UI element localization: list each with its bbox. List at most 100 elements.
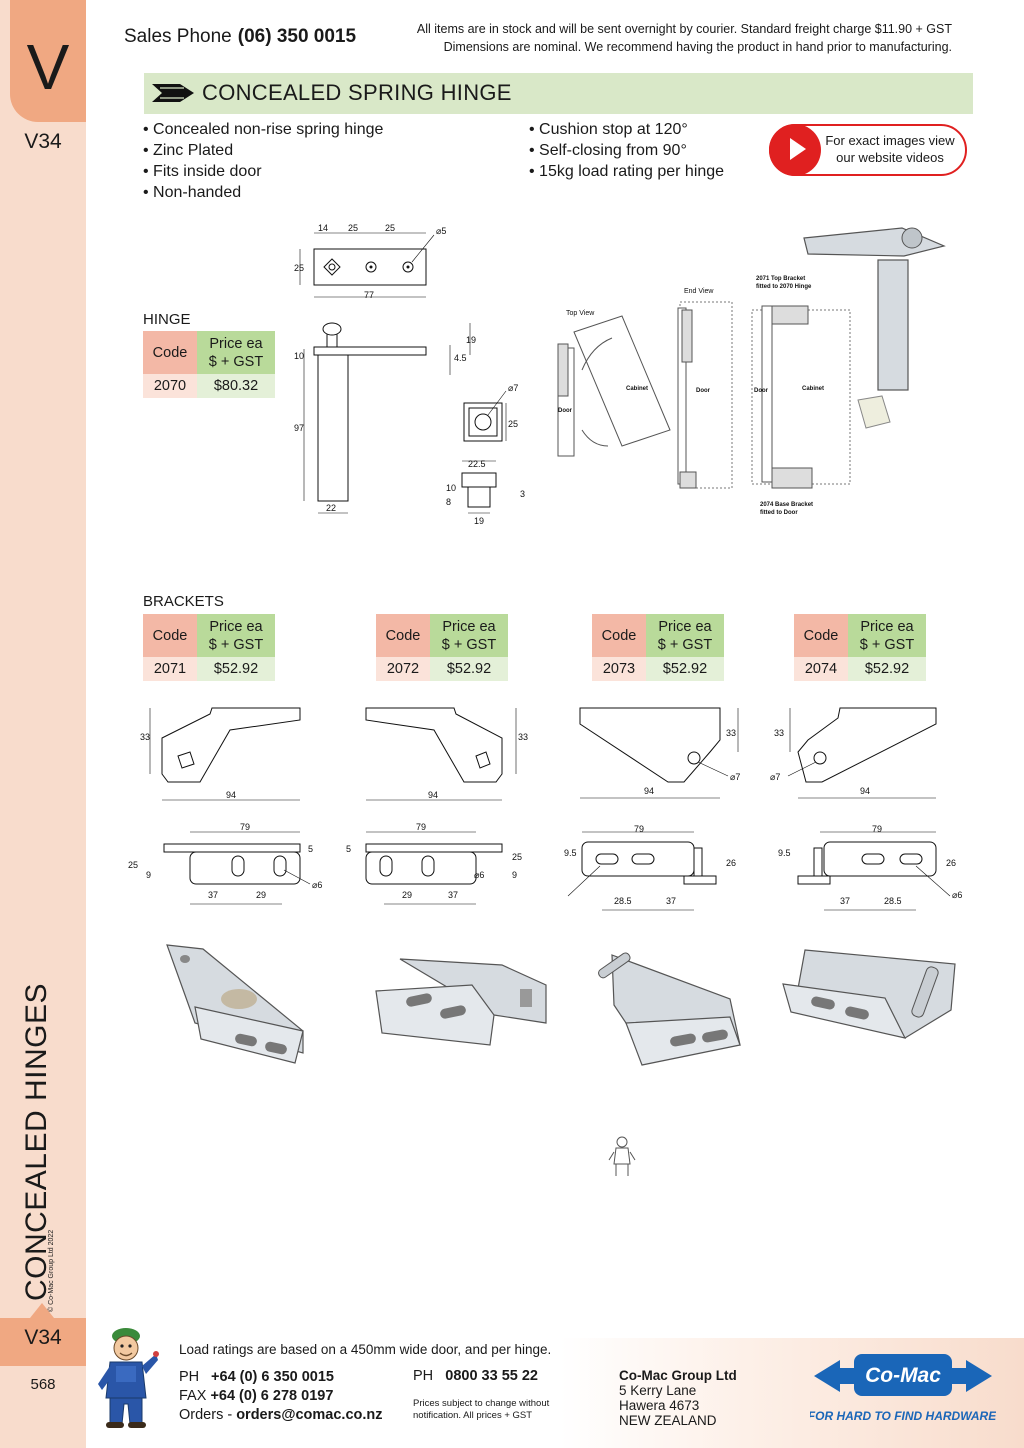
feature-list-left: Concealed non-rise spring hinge Zinc Pla…	[143, 119, 383, 203]
shipping-notice: All items are in stock and will be sent …	[360, 20, 952, 56]
product-price: $52.92	[848, 657, 926, 681]
dim-94: 94	[226, 790, 236, 800]
hinge-label: HINGE	[143, 311, 191, 328]
fax-value: +64 (0) 6 278 0197	[210, 1388, 334, 1404]
dim-22-5: 22.5	[468, 459, 486, 469]
sales-phone: Sales Phone(06) 350 0015	[124, 26, 356, 48]
dim-7: ⌀7	[730, 772, 740, 782]
footer-contacts: PH +64 (0) 6 350 0015 FAX +64 (0) 6 278 …	[179, 1368, 383, 1425]
label-base-bracket-2: fitted to Door	[760, 510, 798, 516]
dim-25b: 25	[385, 223, 395, 233]
ph-value[interactable]: +64 (0) 6 350 0015	[211, 1369, 334, 1385]
label-top-bracket-2: fitted to 2070 Hinge	[756, 284, 812, 290]
feature-item: Fits inside door	[143, 161, 383, 182]
price-header-line-1: Price ea	[658, 618, 712, 635]
product-code: 2071	[143, 657, 197, 681]
arrow-icon	[152, 84, 194, 102]
orders-label: Orders -	[179, 1407, 233, 1423]
mascot-icon	[98, 1328, 159, 1428]
dim-14: 14	[318, 223, 328, 233]
label-door: Door	[558, 408, 573, 414]
dim-9: 9	[146, 870, 151, 880]
notice-line-2: Dimensions are nominal. We recommend hav…	[443, 40, 952, 54]
dim-29: 29	[402, 890, 412, 900]
label-top-view: Top View	[566, 310, 595, 317]
page-number: 568	[30, 1376, 56, 1393]
tab-pointer	[30, 1303, 54, 1318]
page-title: CONCEALED SPRING HINGE	[202, 80, 512, 105]
product-price: $52.92	[646, 657, 724, 681]
dim-26: 26	[946, 858, 956, 868]
address-line-2: Hawera 4673	[619, 1398, 700, 1413]
dim-6: ⌀6	[474, 870, 484, 880]
load-rating-note: Load ratings are based on a 450mm wide d…	[179, 1342, 552, 1357]
sales-phone-number[interactable]: (06) 350 0015	[237, 26, 357, 47]
ph2-label: PH	[413, 1368, 434, 1384]
video-button-text[interactable]: For exact images view our website videos	[822, 132, 958, 166]
label-end-view: End View	[684, 288, 714, 295]
price-header-line-2: $ + GST	[657, 636, 713, 653]
logo-text: Co-Mac	[865, 1364, 941, 1387]
bracket-price-table-2073: Code Price ea$ + GST 2073 $52.92	[592, 614, 724, 681]
code-header: Code	[143, 331, 197, 374]
installation-diagram: Top View Cabinet Door End View Door 2071…	[557, 227, 946, 516]
price-header-line-2: $ + GST	[208, 353, 264, 370]
dim-29: 29	[256, 890, 266, 900]
dim-25: 25	[128, 860, 138, 870]
bracket-2072-drawing: 33 94 79 5 25 9 ⌀6 29 37	[346, 707, 528, 905]
company-address: Co-Mac Group Ltd 5 Kerry Lane Hawera 467…	[619, 1368, 737, 1428]
dim-33: 33	[140, 732, 150, 742]
price-header: Price ea$ + GST	[197, 614, 275, 657]
dim-hole-5: ⌀5	[436, 226, 446, 236]
video-line-2: our website videos	[836, 150, 944, 165]
bracket-2074-drawing: 33 ⌀7 94 79 9.5 26 ⌀6 37 28.5	[770, 707, 962, 911]
price-header: Price ea$ + GST	[848, 614, 926, 657]
label-cabinet-assembled: Cabinet	[802, 386, 824, 392]
dim-37: 37	[666, 896, 676, 906]
comac-logo: Co-Mac FOR HARD TO FIND HARDWARE	[810, 1354, 996, 1423]
footer-freephone: PH 0800 33 55 22	[413, 1368, 538, 1384]
ph-label: PH	[179, 1369, 200, 1385]
label-door-end: Door	[696, 388, 711, 394]
feature-item: Cushion stop at 120°	[529, 119, 724, 140]
dim-26: 26	[726, 858, 736, 868]
product-code: 2073	[592, 657, 646, 681]
dim-9: 9	[512, 870, 517, 880]
hinge-price-table: Code Price ea$ + GST 2070 $80.32	[143, 331, 275, 398]
video-line-1: For exact images view	[825, 133, 955, 148]
label-door-assembled: Door	[754, 388, 769, 394]
dim-94: 94	[644, 786, 654, 796]
bracket-price-table-2074: Code Price ea$ + GST 2074 $52.92	[794, 614, 926, 681]
orders-email[interactable]: orders@comac.co.nz	[236, 1407, 383, 1423]
product-code: 2074	[794, 657, 848, 681]
dim-9-5: 9.5	[778, 848, 791, 858]
bracket-2072-photo	[375, 958, 547, 1046]
fax-label: FAX	[179, 1388, 207, 1404]
sales-phone-label: Sales Phone	[124, 26, 232, 47]
dim-7: ⌀7	[508, 383, 518, 393]
code-header: Code	[794, 614, 848, 657]
dim-7: ⌀7	[770, 772, 780, 782]
label-top-bracket-1: 2071 Top Bracket	[756, 276, 805, 282]
company-name: Co-Mac Group Ltd	[619, 1368, 737, 1383]
dim-94: 94	[428, 790, 438, 800]
dim-6: ⌀6	[312, 880, 322, 890]
product-price: $80.32	[197, 374, 275, 398]
dim-19: 19	[466, 335, 476, 345]
bracket-2073-drawing: 33 ⌀7 94 79 9.5 26 ⌀6 28.5 37	[560, 707, 740, 911]
price-header-line-2: $ + GST	[859, 636, 915, 653]
dim-bush-19: 19	[474, 516, 484, 526]
address-line-1: 5 Kerry Lane	[619, 1383, 697, 1398]
dim-33: 33	[726, 728, 736, 738]
price-header-line-1: Price ea	[209, 618, 263, 635]
section-code-top: V34	[24, 130, 62, 153]
feature-item: Self-closing from 90°	[529, 140, 724, 161]
price-header-line-2: $ + GST	[208, 636, 264, 653]
feature-item: 15kg load rating per hinge	[529, 161, 724, 182]
ph2-value[interactable]: 0800 33 55 22	[445, 1368, 538, 1384]
bracket-2073-photo	[598, 952, 741, 1066]
feature-list-right: Cushion stop at 120° Self-closing from 9…	[529, 119, 724, 182]
price-header: Price ea$ + GST	[430, 614, 508, 657]
section-code-bottom: V34	[24, 1326, 62, 1349]
label-base-bracket-1: 2074 Base Bracket	[760, 502, 813, 508]
